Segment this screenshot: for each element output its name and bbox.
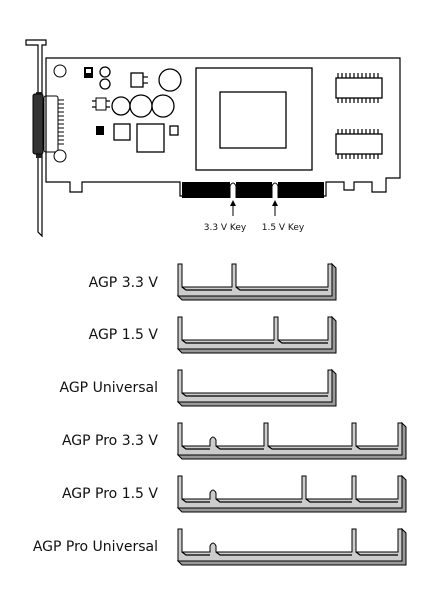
slot-agp-1v5	[176, 315, 337, 354]
slot-label-agp-1v5: AGP 1.5 V	[89, 327, 159, 343]
mounting-hole	[53, 149, 67, 163]
slot-agp-pro-1v5	[176, 474, 407, 513]
pcb-board	[45, 57, 401, 197]
slot-label-agp-universal: AGP Universal	[60, 380, 159, 396]
slot-agp-universal	[176, 368, 337, 407]
edge-connector	[182, 182, 324, 198]
slot-agp-pro-universal	[176, 527, 407, 566]
graphics-card: 3.3 V Key 1.5 V Key	[25, 39, 401, 238]
slot-label-agp-3v3: AGP 3.3 V	[89, 275, 159, 291]
slot-agp-pro-3v3	[176, 421, 407, 460]
key-arrow	[272, 200, 278, 216]
memory-chip	[335, 73, 383, 103]
key-label-3v3: 3.3 V Key	[204, 223, 247, 233]
slot-label-agp-pro-universal: AGP Pro Universal	[33, 539, 158, 555]
vga-connector	[32, 93, 64, 155]
slot-label-agp-pro-1v5: AGP Pro 1.5 V	[62, 486, 158, 502]
components	[84, 66, 182, 153]
key-arrow	[230, 200, 236, 216]
memory-chip	[335, 129, 383, 159]
slot-label-agp-pro-3v3: AGP Pro 3.3 V	[62, 433, 158, 449]
mounting-hole	[53, 64, 67, 78]
slot-agp-3v3	[176, 262, 337, 301]
gpu-chip	[195, 67, 313, 171]
key-label-1v5: 1.5 V Key	[262, 223, 305, 233]
